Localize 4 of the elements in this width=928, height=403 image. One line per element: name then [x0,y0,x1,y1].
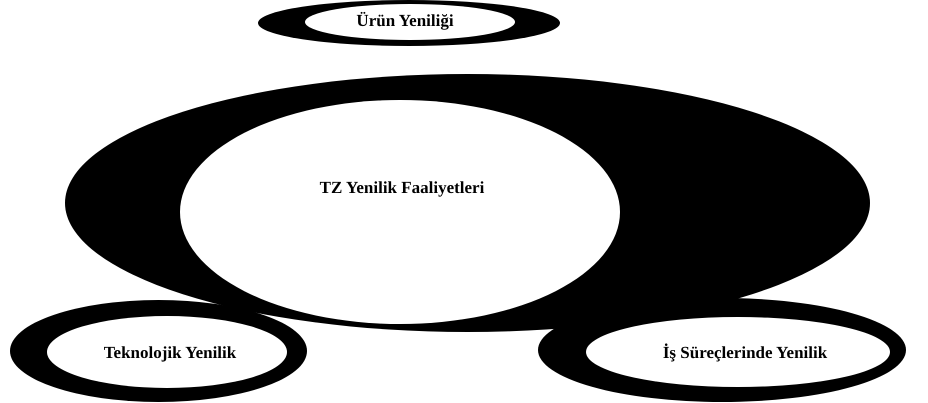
node-label: Teknolojik Yenilik [104,343,236,363]
node-label: TZ Yenilik Faaliyetleri [320,178,484,198]
node-label: İş Süreçlerinde Yenilik [662,343,828,363]
node-label: Ürün Yeniliği [356,11,454,31]
